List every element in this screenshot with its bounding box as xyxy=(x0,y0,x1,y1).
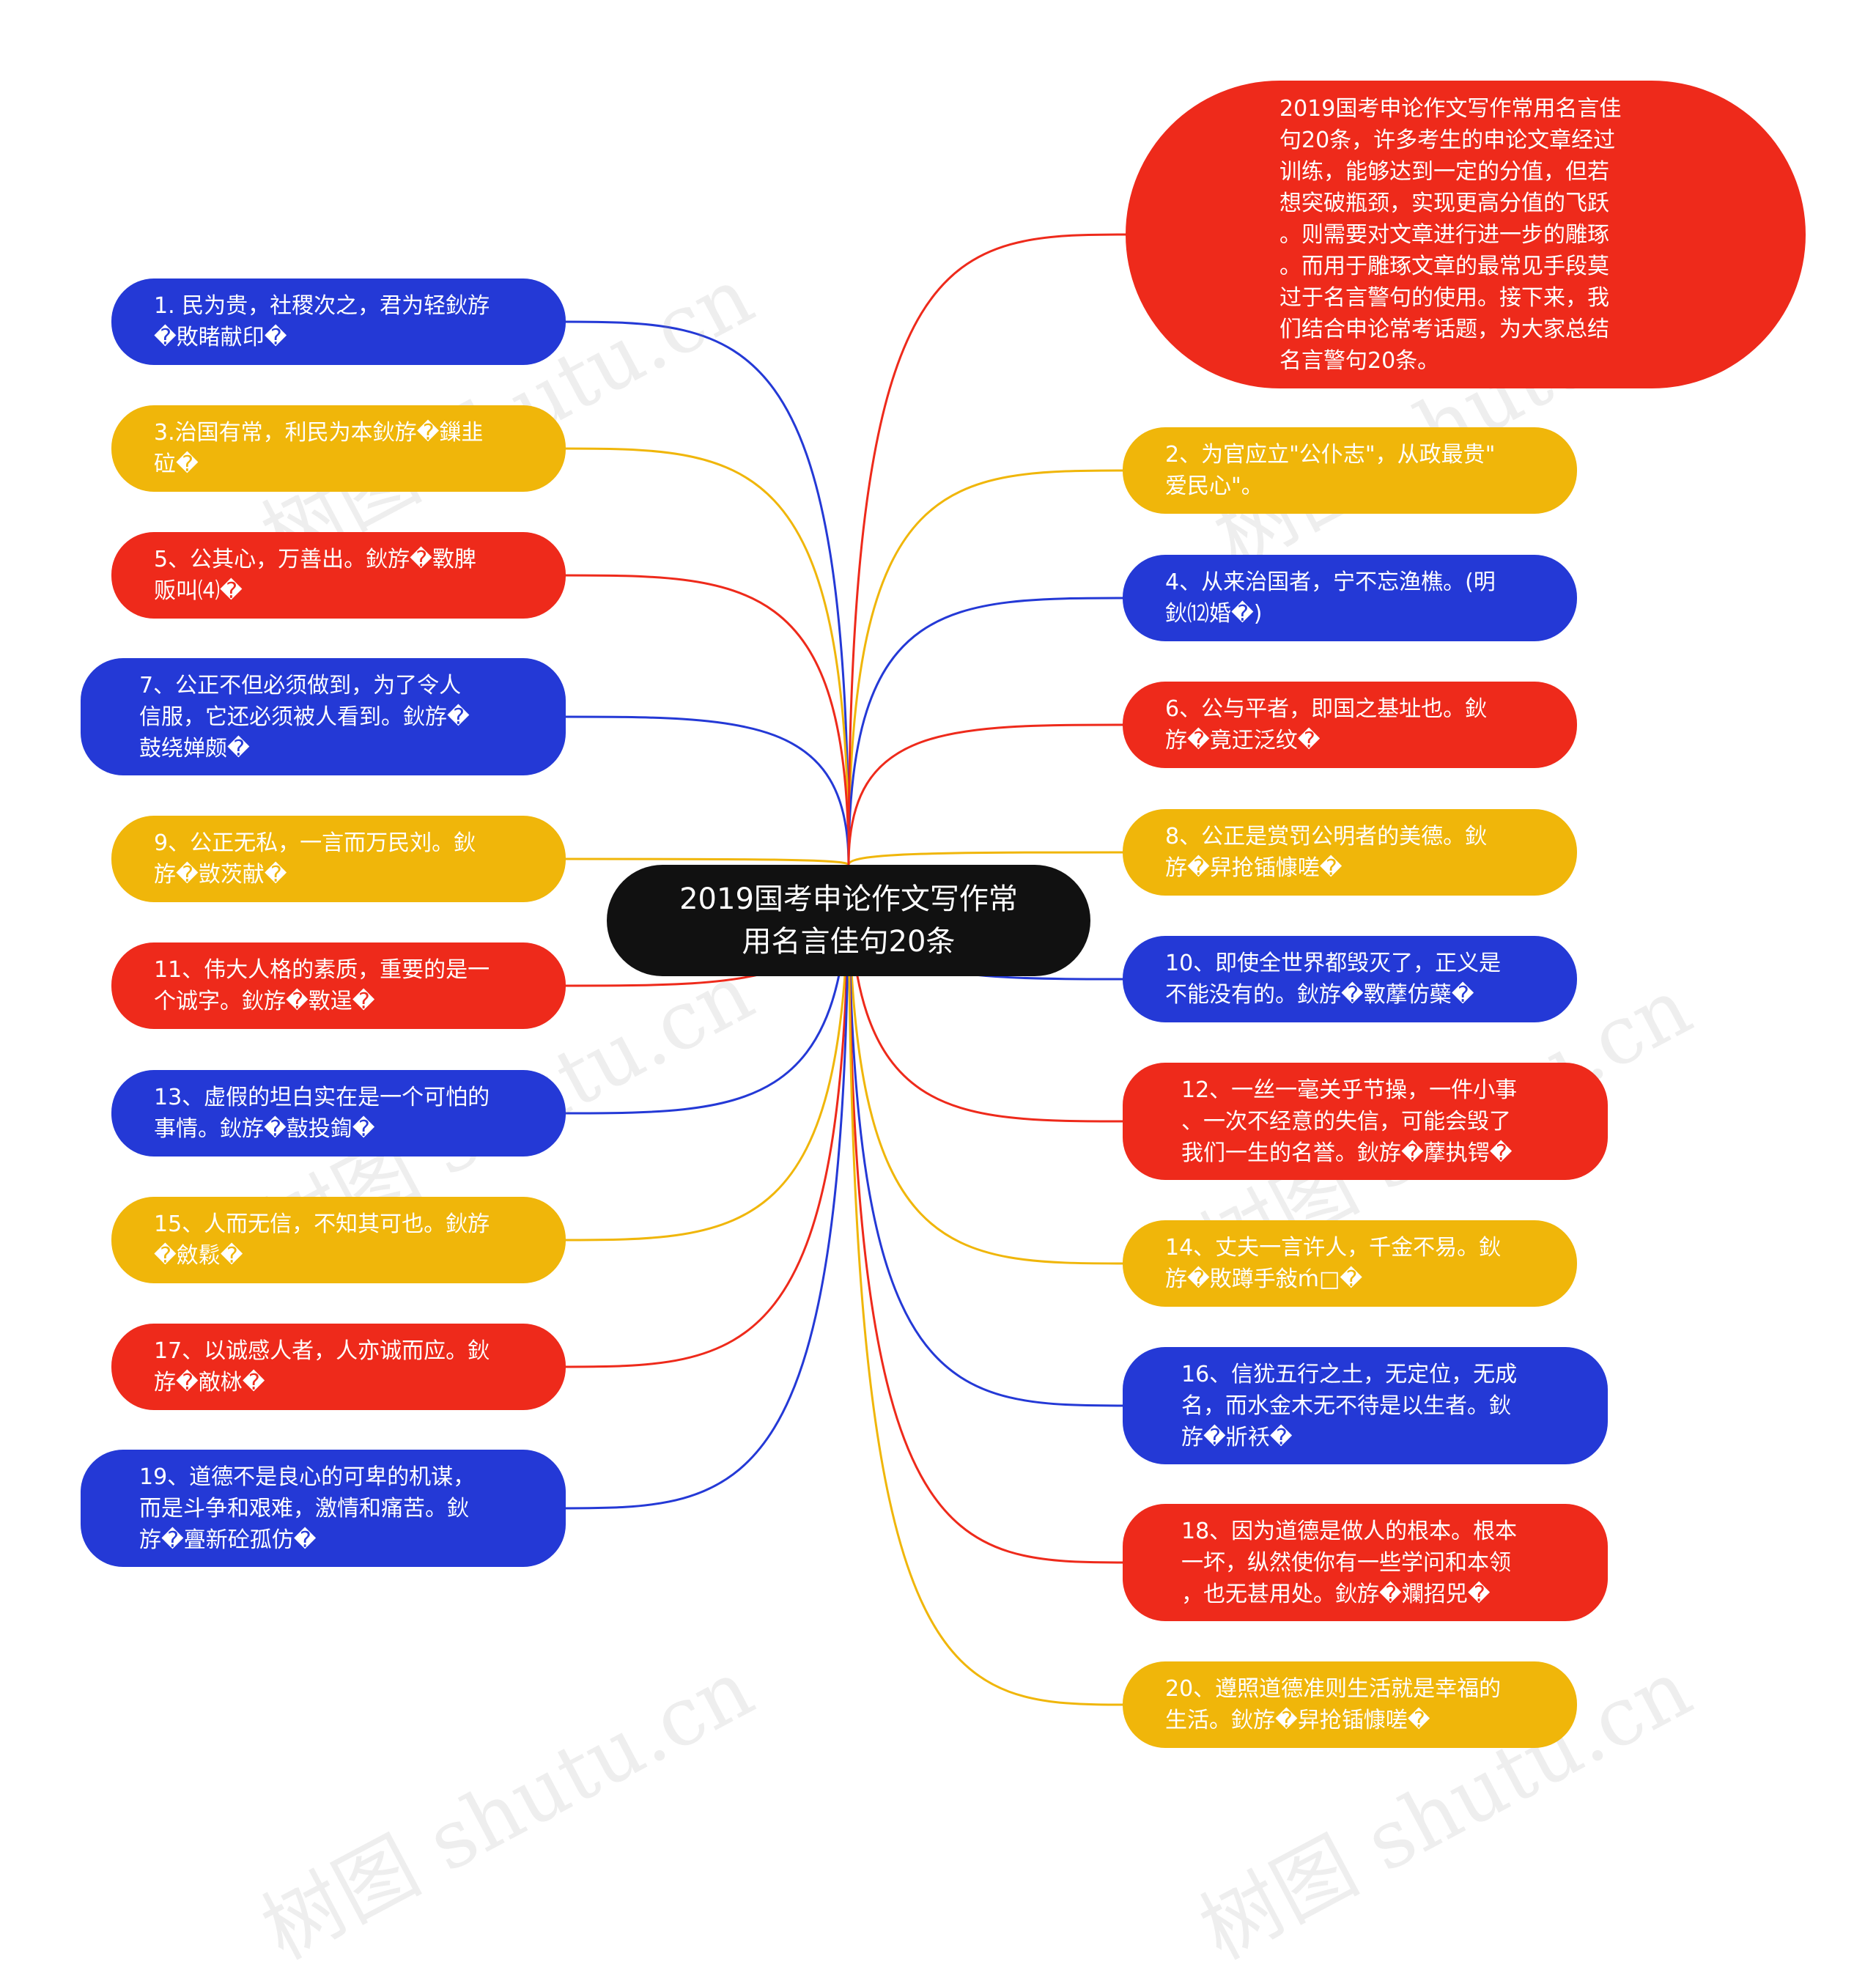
left-branch-node[interactable]: 19、道德不是良心的可卑的机谋， 而是斗争和艰难，激情和痛苦。鈥 斿�亹新砼孤仿… xyxy=(81,1450,566,1567)
left-branch-text: 7、公正不但必须做到，为了令人 信服，它还必须被人看到。鈥斿� 鼓绕婵颇� xyxy=(139,672,470,761)
right-connector-line xyxy=(847,864,1131,1706)
intro-summary-node[interactable]: 2019国考申论作文写作常用名言佳 句20条，许多考生的申论文章经过 训练，能够… xyxy=(1126,81,1806,388)
left-connector-line xyxy=(558,864,850,1368)
left-branch-text: 3.治国有常，利民为本鈥斿�鏁韭 砬� xyxy=(154,420,484,477)
left-connector-line xyxy=(558,574,850,866)
left-branch-node[interactable]: 1. 民为贵，社稷次之，君为轻鈥斿 �敗睹献印� xyxy=(111,278,566,365)
right-connector-line xyxy=(847,469,1131,866)
left-branch-text: 9、公正无私，一言而万民刘。鈥 斿�敳茨献� xyxy=(154,830,476,888)
right-branch-text: 6、公与平者，即国之基址也。鈥 斿�竟迂泛纹� xyxy=(1165,696,1488,753)
right-branch-text: 4、从来治国者，宁不忘渔樵。(明 鈥⑿婚�) xyxy=(1165,569,1496,627)
right-branch-node[interactable]: 6、公与平者，即国之基址也。鈥 斿�竟迂泛纹� xyxy=(1123,682,1577,768)
left-branch-node[interactable]: 7、公正不但必须做到，为了令人 信服，它还必须被人看到。鈥斿� 鼓绕婵颇� xyxy=(81,658,566,775)
left-connector-line xyxy=(558,715,850,866)
left-branch-text: 1. 民为贵，社稷次之，君为轻鈥斿 �敗睹献印� xyxy=(154,293,490,350)
central-topic-node[interactable]: 2019国考申论作文写作常 用名言佳句20条 xyxy=(607,865,1090,976)
right-connector-line xyxy=(847,864,1131,1564)
right-branch-node[interactable]: 18、因为道德是做人的根本。根本 一坏，纵然使你有一些学问和本领 ，也无甚用处。… xyxy=(1123,1504,1608,1621)
right-connector-line xyxy=(847,851,1131,866)
right-branch-text: 2、为官应立"公仆志"，从政最贵" 爱民心"。 xyxy=(1165,442,1496,499)
left-branch-text: 5、公其心，万善出。鈥斿�斁脾 贩叫⑷� xyxy=(154,547,476,604)
left-branch-node[interactable]: 17、以诚感人者，人亦诚而应。鈥 斿�敵栤� xyxy=(111,1324,566,1410)
left-connector-line xyxy=(558,857,850,866)
right-connector-line xyxy=(847,597,1131,866)
right-branch-text: 12、一丝一毫关乎节操，一件小事 、一次不经意的失信，可能会毁了 我们一生的名誉… xyxy=(1181,1077,1518,1166)
intro-connector-line xyxy=(847,233,1134,866)
left-branch-text: 19、道德不是良心的可卑的机谋， 而是斗争和艰难，激情和痛苦。鈥 斿�亹新砼孤仿… xyxy=(139,1464,476,1553)
left-branch-node[interactable]: 15、人而无信，不知其可也。鈥斿 �斂鬏� xyxy=(111,1197,566,1283)
right-branch-text: 20、遵照道德准则生活就是幸福的 生活。鈥斿�舁抢锸慷嗟� xyxy=(1165,1676,1502,1733)
left-branch-node[interactable]: 5、公其心，万善出。鈥斿�斁脾 贩叫⑷� xyxy=(111,532,566,619)
left-branch-text: 17、以诚感人者，人亦诚而应。鈥 斿�敵栤� xyxy=(154,1338,490,1395)
right-branch-node[interactable]: 2、为官应立"公仆志"，从政最贵" 爱民心"。 xyxy=(1123,427,1577,514)
left-connector-line xyxy=(558,447,850,866)
right-branch-node[interactable]: 20、遵照道德准则生活就是幸福的 生活。鈥斿�舁抢锸慷嗟� xyxy=(1123,1661,1577,1748)
left-branch-node[interactable]: 11、伟大人格的素质，重要的是一 个诚字。鈥斿�斁逞� xyxy=(111,942,566,1029)
left-branch-node[interactable]: 3.治国有常，利民为本鈥斿�鏁韭 砬� xyxy=(111,405,566,492)
left-branch-node[interactable]: 13、虚假的坦白实在是一个可怕的 事情。鈥斿�敼投鍧� xyxy=(111,1070,566,1156)
left-branch-text: 11、伟大人格的素质，重要的是一 个诚字。鈥斿�斁逞� xyxy=(154,957,490,1014)
central-topic-text: 2019国考申论作文写作常 用名言佳句20条 xyxy=(679,882,1018,959)
right-branch-node[interactable]: 10、即使全世界都毁灭了，正义是 不能没有的。鈥斿�斁藦仿蘗� xyxy=(1123,936,1577,1022)
right-branch-text: 8、公正是赏罚公明者的美德。鈥 斿�舁抢锸慷嗟� xyxy=(1165,824,1488,881)
left-branch-text: 15、人而无信，不知其可也。鈥斿 �斂鬏� xyxy=(154,1211,490,1269)
right-branch-node[interactable]: 8、公正是赏罚公明者的美德。鈥 斿�舁抢锸慷嗟� xyxy=(1123,809,1577,896)
right-connector-line xyxy=(847,864,1131,1265)
right-branch-node[interactable]: 14、丈夫一言许人，千金不易。鈥 斿�敗蹲手敍ḿ□� xyxy=(1123,1220,1577,1307)
left-branch-text: 13、虚假的坦白实在是一个可怕的 事情。鈥斿�敼投鍧� xyxy=(154,1085,490,1142)
right-branch-text: 18、因为道德是做人的根本。根本 一坏，纵然使你有一些学问和本领 ，也无甚用处。… xyxy=(1181,1518,1518,1607)
right-branch-node[interactable]: 12、一丝一毫关乎节操，一件小事 、一次不经意的失信，可能会毁了 我们一生的名誉… xyxy=(1123,1063,1608,1180)
right-connector-line xyxy=(847,864,1131,1407)
right-branch-text: 14、丈夫一言许人，千金不易。鈥 斿�敗蹲手敍ḿ□� xyxy=(1165,1235,1502,1292)
right-branch-text: 10、即使全世界都毁灭了，正义是 不能没有的。鈥斿�斁藦仿蘗� xyxy=(1165,951,1502,1008)
left-branch-node[interactable]: 9、公正无私，一言而万民刘。鈥 斿�敳茨献� xyxy=(111,816,566,902)
left-connector-line xyxy=(558,320,850,866)
left-connector-line xyxy=(558,864,850,1510)
left-connector-line xyxy=(558,864,850,1242)
right-branch-node[interactable]: 4、从来治国者，宁不忘渔樵。(明 鈥⑿婚�) xyxy=(1123,555,1577,641)
right-connector-line xyxy=(847,723,1131,866)
right-branch-text: 16、信犹五行之土，无定位，无成 名，而水金木无不待是以生者。鈥 斿�斨袄� xyxy=(1181,1361,1518,1450)
intro-summary-text: 2019国考申论作文写作常用名言佳 句20条，许多考生的申论文章经过 训练，能够… xyxy=(1279,95,1622,374)
right-branch-node[interactable]: 16、信犹五行之土，无定位，无成 名，而水金木无不待是以生者。鈥 斿�斨袄� xyxy=(1123,1347,1608,1464)
